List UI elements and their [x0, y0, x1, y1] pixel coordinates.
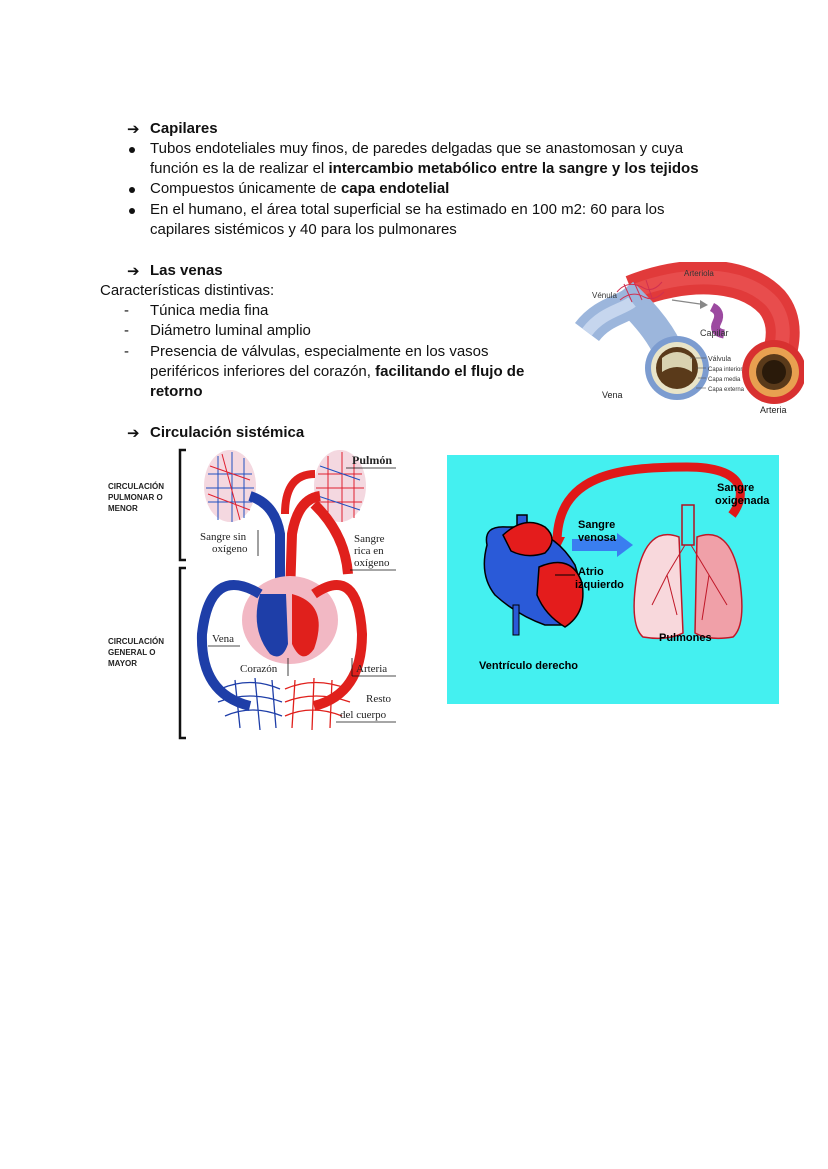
label-ventriculo-derecho: Ventrículo derecho	[479, 660, 578, 672]
venas-item-3-line-3: retorno	[150, 383, 203, 400]
label-sangre-oxigenada-2: oxigenada	[715, 495, 770, 507]
venas-item-3-line-1: Presencia de válvulas, especialmente en …	[150, 343, 489, 360]
capilares-bullet-2: Compuestos únicamente de capa endotelial	[150, 180, 450, 197]
label-sangre-venosa-2: venosa	[578, 532, 617, 544]
heart-icon	[483, 514, 584, 636]
heart-lungs-figure: Sangre oxigenada Sangre venosa Atrio izq…	[447, 455, 779, 704]
bullet-dot	[129, 187, 135, 193]
venas-item-2: Diámetro luminal amplio	[150, 322, 311, 339]
label-sangre-sin-2: oxígeno	[212, 543, 248, 555]
label-atrio-2: izquierdo	[575, 579, 624, 591]
label-sangre-rica-2: rica en	[354, 545, 384, 557]
label-atrio-1: Atrio	[578, 566, 604, 578]
label-pulmon: Pulmón	[352, 453, 392, 467]
arrow-bullet-icon: ➔	[127, 121, 140, 138]
label-capa-interior: Capa interior	[708, 367, 742, 373]
label-circ-general-3: MAYOR	[108, 659, 137, 668]
label-capa-externa: Capa externa	[708, 387, 745, 393]
label-sangre-rica-3: oxígeno	[354, 557, 390, 569]
label-sangre-oxigenada-1: Sangre	[717, 482, 754, 494]
label-arteria: Arteria	[760, 405, 787, 415]
label-sangre-rica-1: Sangre	[354, 533, 385, 545]
lungs-icon	[633, 504, 743, 640]
label-venula: Vénula	[592, 291, 617, 300]
label-sangre-venosa-1: Sangre	[578, 519, 615, 531]
list-dash: -	[124, 322, 129, 339]
list-dash: -	[124, 343, 129, 360]
label-circ-pulmonar-2: PULMONAR O	[108, 493, 163, 502]
label-circ-pulmonar-3: MENOR	[108, 504, 138, 513]
circulation-diagram-figure: CIRCULACIÓN PULMONAR O MENOR CIRCULACIÓN…	[108, 448, 396, 740]
venas-heading: Las venas	[150, 262, 223, 279]
venas-item-1: Túnica media fina	[150, 302, 269, 319]
label-resto-1: Resto	[366, 693, 392, 705]
list-dash: -	[124, 302, 129, 319]
arrow-bullet-icon: ➔	[127, 425, 140, 442]
label-circ-general-1: CIRCULACIÓN	[108, 637, 164, 646]
label-vena-circ: Vena	[212, 633, 234, 645]
capilares-bullet-3-line-1: En el humano, el área total superficial …	[150, 201, 665, 218]
label-valvula: Válvula	[708, 356, 731, 363]
label-arteriola: Arteriola	[684, 269, 714, 278]
capilares-bullet-3-line-2: capilares sistémicos y 40 para los pulmo…	[150, 221, 457, 238]
bullet-dot	[129, 208, 135, 214]
label-corazon: Corazón	[240, 663, 278, 675]
label-vena: Vena	[602, 390, 623, 400]
label-circ-general-2: GENERAL O	[108, 648, 155, 657]
lung-left-icon	[204, 450, 256, 522]
sistemica-heading: Circulación sistémica	[150, 424, 305, 441]
bullet-dot	[129, 147, 135, 153]
capilares-heading: Capilares	[150, 120, 218, 137]
venas-item-3-line-2: periféricos inferiores del corazón, faci…	[150, 363, 525, 380]
label-capa-media: Capa media	[708, 377, 741, 383]
label-arteria-circ: Arteria	[356, 663, 387, 675]
label-capilar: Capilar	[700, 328, 729, 338]
venas-intro: Características distintivas:	[100, 282, 275, 299]
label-resto-2: del cuerpo	[340, 709, 387, 721]
arrow-bullet-icon: ➔	[127, 263, 140, 280]
capilares-bullet-1-line-1: Tubos endoteliales muy finos, de paredes…	[150, 140, 684, 157]
label-sangre-sin-1: Sangre sin	[200, 531, 247, 543]
capilares-bullet-1-line-2: función es la de realizar el intercambio…	[150, 160, 699, 177]
label-pulmones: Pulmones	[659, 632, 712, 644]
vessel-diagram-figure: Arteriola Vénula Capilar Válvula Capa in…	[575, 262, 804, 415]
label-circ-pulmonar-1: CIRCULACIÓN	[108, 482, 164, 491]
